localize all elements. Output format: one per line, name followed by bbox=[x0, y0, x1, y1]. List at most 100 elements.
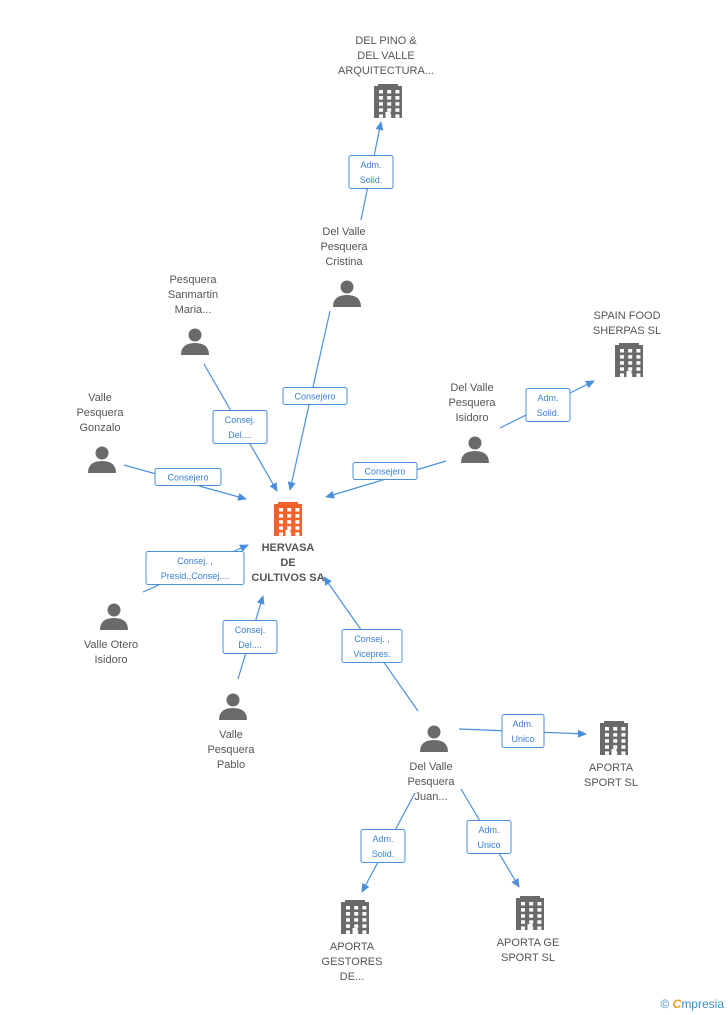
node-label: Del Valle bbox=[409, 761, 452, 773]
relation-label: Solid. bbox=[360, 175, 383, 185]
node-label: Pesquera bbox=[207, 744, 255, 756]
node-label: HERVASA bbox=[262, 542, 315, 554]
node-label: Pesquera bbox=[169, 274, 217, 286]
node-label: DEL VALLE bbox=[357, 50, 414, 62]
relation-label: Unico bbox=[477, 840, 500, 850]
person-icon bbox=[461, 436, 489, 463]
edge-juan-to-hervasa: Consej. , Vicepres. bbox=[323, 576, 419, 712]
node-label: Del Valle bbox=[450, 382, 493, 394]
relation-label: Consej. , bbox=[354, 634, 390, 644]
node-label: APORTA GE bbox=[497, 937, 560, 949]
node-spainfood[interactable]: SPAIN FOOD SHERPAS SL bbox=[593, 310, 661, 377]
node-label: Valle Otero bbox=[84, 639, 138, 651]
edge-otero-to-hervasa: Consej. , Presid.,Consej.... bbox=[142, 544, 249, 593]
relation-label: Vicepres. bbox=[353, 649, 390, 659]
node-label: DEL PINO & bbox=[355, 35, 417, 47]
relation-badge[interactable]: Adm.Unico bbox=[466, 820, 512, 854]
building-icon bbox=[274, 502, 302, 536]
relation-badge[interactable]: Consejero bbox=[154, 468, 222, 486]
node-maria[interactable]: PesqueraSanmartinMaria... bbox=[168, 274, 218, 355]
copyright-symbol: © bbox=[660, 997, 670, 1011]
node-label: SPORT SL bbox=[501, 952, 555, 964]
person-icon bbox=[181, 328, 209, 355]
node-label: Maria... bbox=[175, 304, 212, 316]
node-label: Isidoro bbox=[94, 654, 127, 666]
brand-footer: © Cmpresia bbox=[660, 997, 724, 1011]
node-label: DE bbox=[280, 557, 295, 569]
node-label: SPORT SL bbox=[584, 777, 638, 789]
edge-gonzalo-to-hervasa: Consejero bbox=[123, 464, 247, 501]
relation-label: Consej. , bbox=[177, 556, 213, 566]
node-label: Pesquera bbox=[407, 776, 455, 788]
relation-label: Adm. bbox=[512, 719, 533, 729]
relation-label: Solid. bbox=[372, 849, 395, 859]
person-icon bbox=[333, 280, 361, 307]
relation-badge[interactable]: Consej. , Vicepres. bbox=[341, 629, 403, 663]
person-icon bbox=[100, 603, 128, 630]
edge-cristina-to-hervasa: Consejero bbox=[282, 310, 348, 491]
node-aporta_ge[interactable]: APORTA GE SPORT SL bbox=[497, 896, 560, 964]
node-label: GESTORES bbox=[322, 956, 383, 968]
node-label: Pesquera bbox=[448, 397, 496, 409]
relation-badge[interactable]: Consej. Del.... bbox=[222, 620, 278, 654]
node-label: ARQUITECTURA... bbox=[338, 65, 434, 77]
relation-label: Del.... bbox=[238, 640, 262, 650]
relation-label: Presid.,Consej.... bbox=[161, 571, 230, 581]
node-label: SPAIN FOOD bbox=[593, 310, 660, 322]
edge-pablo-to-hervasa: Consej. Del.... bbox=[222, 595, 278, 680]
relation-label: Adm. bbox=[537, 393, 558, 403]
building-icon bbox=[341, 900, 369, 934]
relation-badge[interactable]: Adm.Solid. bbox=[525, 388, 571, 422]
relation-badge[interactable]: Consejero bbox=[352, 462, 418, 480]
edge-juan-to-aporta_gestores: Adm. Solid. bbox=[360, 792, 416, 893]
building-icon bbox=[615, 343, 643, 377]
node-label: Isidoro bbox=[455, 412, 488, 424]
relation-badge[interactable]: Adm. Solid. bbox=[348, 155, 394, 189]
relation-label: Consej. bbox=[235, 625, 266, 635]
edge-maria-to-hervasa: Consej. Del.... bbox=[203, 363, 278, 492]
person-icon bbox=[219, 693, 247, 720]
node-juan[interactable]: Del VallePesqueraJuan... bbox=[407, 725, 455, 804]
node-aporta_gestores[interactable]: APORTA GESTORES DE... bbox=[322, 900, 383, 983]
node-delpino[interactable]: DEL PINO & DEL VALLE ARQUITECTURA... bbox=[338, 35, 434, 118]
relation-label: Adm. bbox=[372, 834, 393, 844]
relation-badge[interactable]: Adm. Unico bbox=[501, 714, 545, 748]
relation-badge[interactable]: Adm. Solid. bbox=[360, 829, 406, 863]
node-aporta_sport[interactable]: APORTA SPORT SL bbox=[584, 721, 638, 789]
node-label: Valle bbox=[88, 392, 112, 404]
relation-label: Consejero bbox=[294, 392, 335, 402]
brand-initial: C bbox=[672, 997, 682, 1011]
relation-badge[interactable]: Consejero bbox=[282, 387, 348, 405]
node-label: APORTA bbox=[330, 941, 375, 953]
relation-label: Del.... bbox=[228, 430, 252, 440]
node-label: Juan... bbox=[414, 791, 447, 803]
relation-label: Adm. bbox=[360, 160, 381, 170]
relation-label: Consejero bbox=[167, 473, 208, 483]
relation-label: Unico bbox=[511, 734, 534, 744]
building-icon bbox=[516, 896, 544, 930]
node-label: Sanmartin bbox=[168, 289, 218, 301]
node-label: Pesquera bbox=[76, 407, 124, 419]
building-icon bbox=[374, 84, 402, 118]
node-label: Gonzalo bbox=[80, 422, 121, 434]
edge-isidoro_vp-to-spainfood: Adm.Solid. bbox=[499, 380, 595, 429]
relation-label: Consejero bbox=[364, 467, 405, 477]
node-label: Del Valle bbox=[322, 226, 365, 238]
node-label: APORTA bbox=[589, 762, 634, 774]
edges-layer: Adm.Solid.ConsejeroConsej.Del....Conseje… bbox=[123, 121, 595, 893]
edge-juan-to-aporta_ge: Adm.Unico bbox=[460, 788, 520, 888]
person-icon bbox=[88, 446, 116, 473]
node-label: DE... bbox=[340, 971, 364, 983]
node-label: SHERPAS SL bbox=[593, 325, 661, 337]
relation-label: Consej. bbox=[225, 415, 256, 425]
relation-badge[interactable]: Consej. , Presid.,Consej.... bbox=[145, 551, 245, 585]
relation-badge[interactable]: Consej. Del.... bbox=[212, 410, 268, 444]
